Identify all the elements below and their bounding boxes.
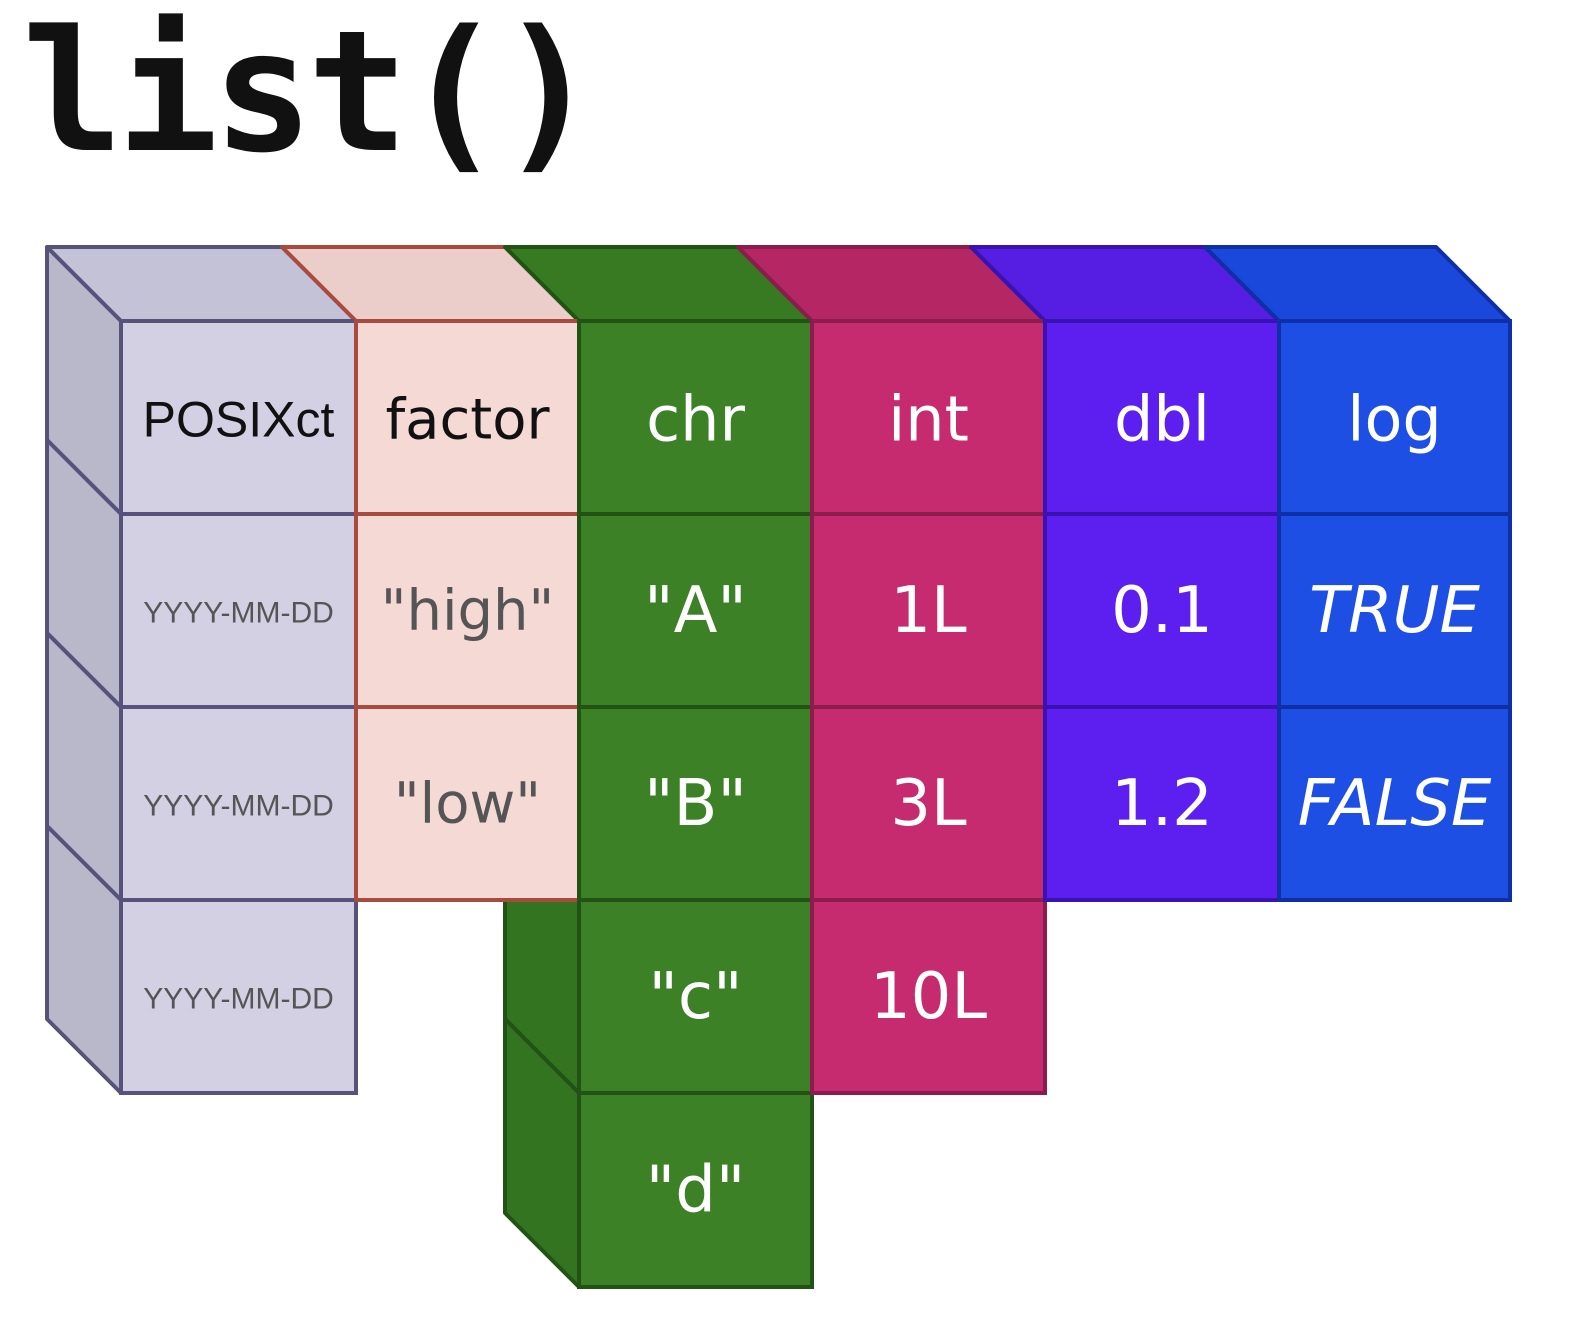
cell-value-posixct: YYYY-MM-DD <box>143 596 334 629</box>
cell-value-int: 10L <box>870 960 987 1034</box>
cell-value-chr: "c" <box>648 960 742 1034</box>
value-cell-int <box>810 898 1047 1095</box>
cell-value-dbl: 0.1 <box>1111 574 1213 648</box>
value-cell-int <box>810 705 1047 902</box>
value-cell-chr <box>577 1091 814 1289</box>
cell-value-log: FALSE <box>1298 767 1492 841</box>
value-cell-chr <box>577 705 814 902</box>
value-cell-dbl <box>1043 512 1281 709</box>
column-header-factor: factor <box>385 388 550 453</box>
cell-value-chr: "A" <box>644 574 747 648</box>
page-title: list() <box>22 0 599 190</box>
value-cell-chr <box>577 512 814 709</box>
cell-value-int: 1L <box>890 574 967 648</box>
value-cell-log <box>1277 512 1512 709</box>
column-header-posixct: POSIXct <box>143 392 335 448</box>
cell-value-dbl: 1.2 <box>1111 767 1213 841</box>
value-cell-chr <box>577 898 814 1095</box>
cell-value-chr: "d" <box>646 1154 746 1228</box>
header-cell-int <box>810 319 1047 516</box>
column-header-chr: chr <box>646 383 745 456</box>
cell-value-factor: "high" <box>381 579 555 644</box>
value-cell-posixct <box>119 705 358 902</box>
column-header-log: log <box>1347 383 1442 456</box>
cell-value-int: 3L <box>890 767 967 841</box>
column-header-dbl: dbl <box>1114 383 1210 456</box>
value-cell-posixct <box>119 512 358 709</box>
cell-value-log: TRUE <box>1309 574 1480 648</box>
header-cell-factor <box>354 319 581 516</box>
header-cell-posixct <box>119 319 358 516</box>
value-cell-log <box>1277 705 1512 902</box>
value-cell-factor <box>354 705 581 902</box>
cell-value-factor: "low" <box>394 772 541 837</box>
top-faces <box>45 245 1512 323</box>
cell-value-posixct: YYYY-MM-DD <box>143 789 334 822</box>
header-cell-log <box>1277 319 1512 516</box>
value-cell-posixct <box>119 898 358 1095</box>
cell-value-posixct: YYYY-MM-DD <box>143 982 334 1015</box>
cell-value-chr: "B" <box>644 767 747 841</box>
value-cell-dbl <box>1043 705 1281 902</box>
column-header-int: int <box>888 383 969 456</box>
